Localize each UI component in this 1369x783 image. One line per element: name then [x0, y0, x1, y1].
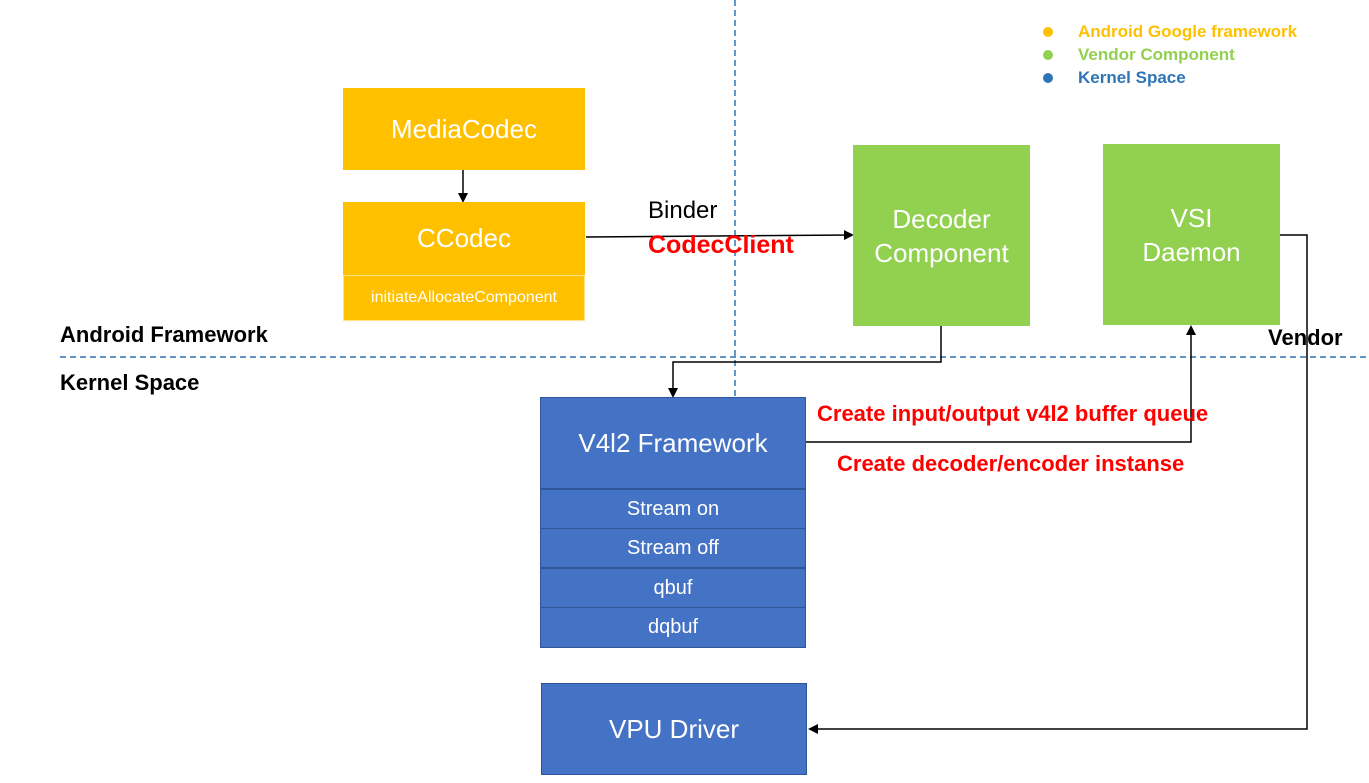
legend-label: Android Google framework	[1078, 22, 1298, 41]
v4l2-framework-box: V4l2 Framework	[540, 397, 806, 489]
v4l2-op-label: dqbuf	[647, 616, 699, 638]
mediacodec-label: MediaCodec	[391, 113, 537, 144]
legend-item-android: Android Google framework	[1043, 22, 1297, 42]
v4l2-op-label: Stream on	[626, 497, 720, 520]
create-instance-label: Create decoder/encoder instanse	[837, 451, 1185, 476]
mediacodec-box: MediaCodec	[343, 88, 585, 170]
arrow-v4l2-vsi	[806, 325, 1196, 443]
vsi-label-line1: VSI	[1170, 202, 1213, 233]
legend-dot-icon	[1043, 73, 1053, 83]
legend-dot-icon	[1043, 27, 1053, 37]
arrow-ccodec-decoder	[585, 230, 854, 241]
ccodec-sub-box: initiateAllocateComponent	[343, 275, 585, 321]
vpu-driver-box: VPU Driver	[541, 683, 807, 775]
v4l2-op-label: Stream off	[627, 536, 719, 559]
v4l2-op-label: qbuf	[653, 576, 693, 599]
legend-item-kernel: Kernel Space	[1043, 68, 1186, 88]
binder-label: Binder	[648, 197, 718, 224]
region-label-kernel-space: Kernel Space	[60, 370, 200, 395]
arrow-decoder-v4l2	[668, 326, 942, 398]
legend-dot-icon	[1043, 50, 1053, 60]
vsi-daemon-box: VSI Daemon	[1103, 144, 1280, 325]
legend-label: Kernel Space	[1078, 68, 1186, 87]
v4l2-label: V4l2 Framework	[578, 427, 768, 458]
decoder-component-box: Decoder Component	[853, 145, 1030, 326]
ccodec-label: CCodec	[417, 223, 511, 253]
legend-label: Vendor Component	[1078, 45, 1235, 64]
v4l2-op-qbuf: qbuf	[540, 568, 806, 608]
v4l2-op-stream-on: Stream on	[540, 489, 806, 529]
decoder-label-line1: Decoder	[892, 203, 991, 234]
legend-item-vendor: Vendor Component	[1043, 45, 1235, 65]
decoder-label-line2: Component	[874, 237, 1009, 268]
ccodec-box: CCodec	[343, 202, 585, 275]
region-label-android-framework: Android Framework	[60, 322, 268, 347]
codecclient-label: CodecClient	[648, 231, 794, 259]
v4l2-op-stream-off: Stream off	[540, 528, 806, 568]
region-label-vendor: Vendor	[1268, 325, 1343, 350]
create-queue-label: Create input/output v4l2 buffer queue	[817, 401, 1209, 426]
vsi-label-line2: Daemon	[1142, 236, 1241, 267]
vpu-label: VPU Driver	[608, 713, 739, 744]
ccodec-sub-label: initiateAllocateComponent	[371, 289, 557, 306]
v4l2-op-dqbuf: dqbuf	[540, 607, 806, 648]
arrow-vsi-vpu	[808, 234, 1308, 734]
